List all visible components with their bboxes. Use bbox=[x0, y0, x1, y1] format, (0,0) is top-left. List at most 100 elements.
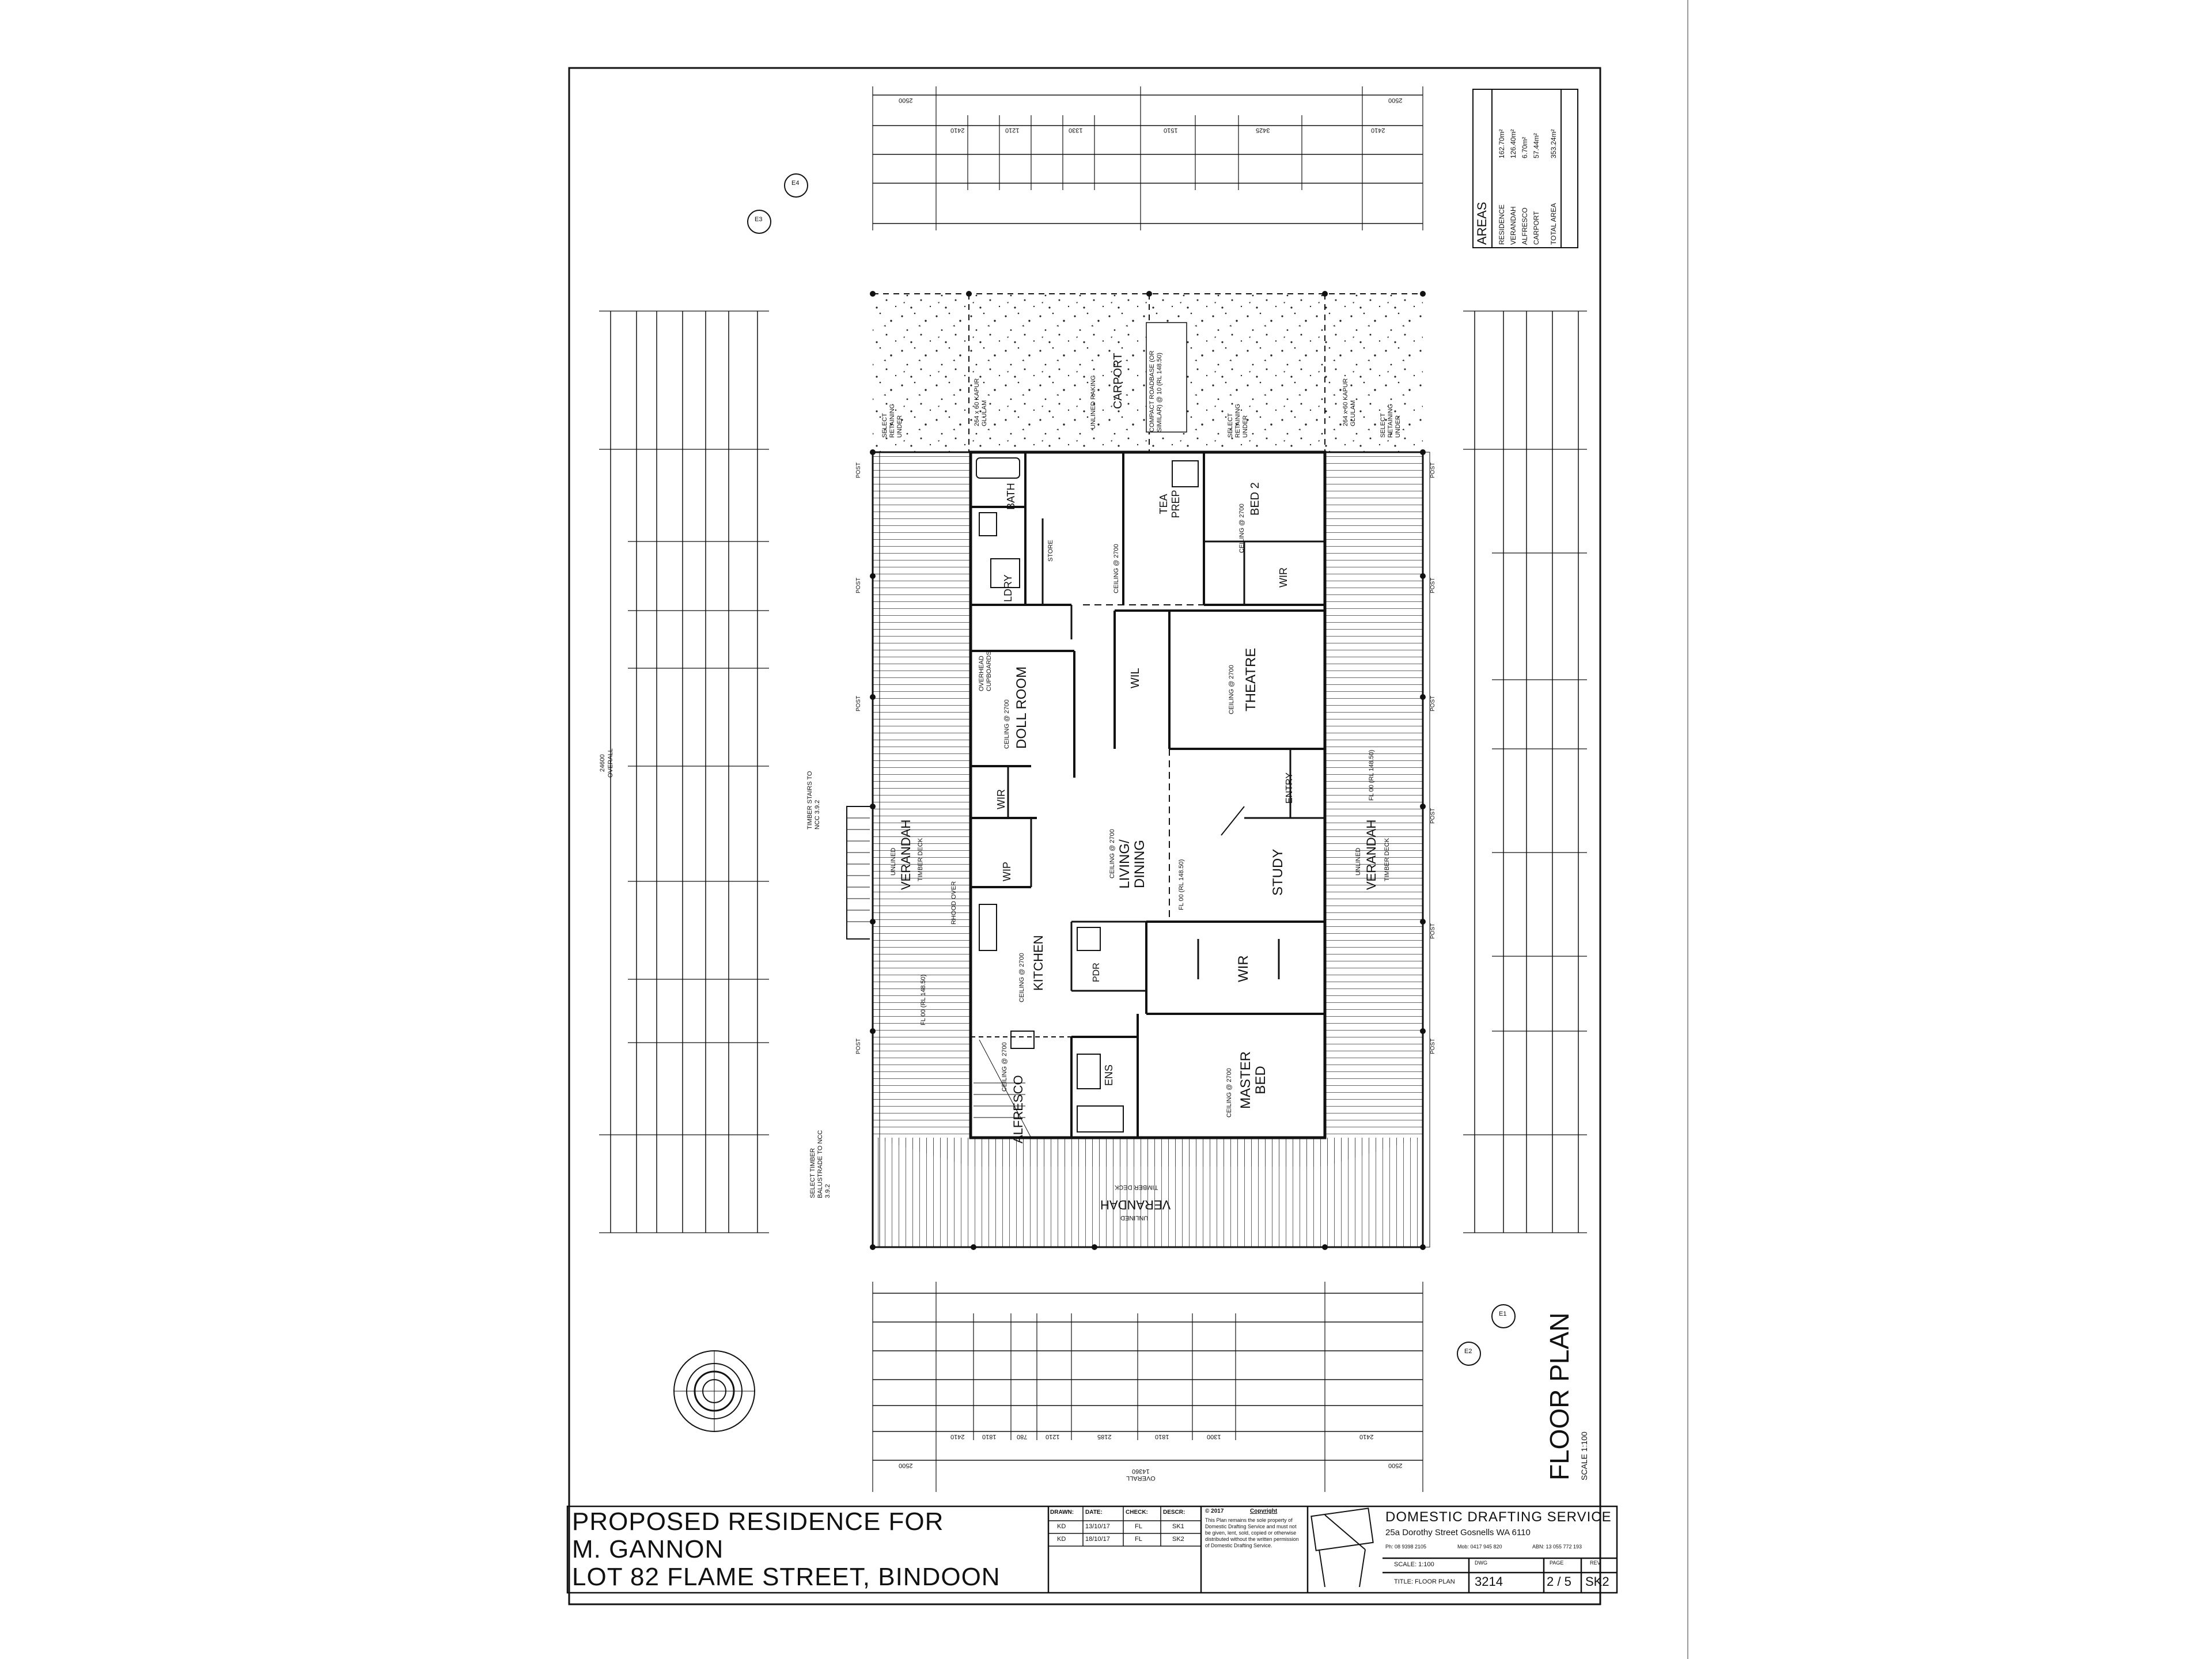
project-address: LOT 82 FLAME STREET, BINDOON bbox=[572, 1563, 1001, 1591]
dim-top-0: 2500 bbox=[899, 97, 913, 104]
post-label-6: POST bbox=[1430, 577, 1436, 593]
room-tea-prep: TEA PREP bbox=[1158, 490, 1181, 518]
fixtures bbox=[846, 457, 1245, 1138]
firm-name: DOMESTIC DRAFTING SERVICE bbox=[1385, 1509, 1612, 1525]
elevation-e2: E2 bbox=[1464, 1348, 1472, 1355]
areas-heading: AREAS bbox=[1475, 202, 1489, 245]
rev-header-check: CHECK: bbox=[1126, 1509, 1148, 1516]
dim-overall-left: 24600 bbox=[599, 754, 606, 772]
rev-row2-drawn: KD bbox=[1057, 1536, 1066, 1543]
verandah-bottom-deck: TIMBER DECK bbox=[1115, 1184, 1158, 1191]
note-retaining-left: SELECT RETAINING UNDER bbox=[881, 403, 903, 438]
firm-mobile: Mob: 0417 945 820 bbox=[1457, 1544, 1502, 1550]
ceiling-bed2: CEILING @ 2700 bbox=[1238, 503, 1245, 553]
room-wil: WIL bbox=[1129, 668, 1142, 688]
dim-bottom-4: 1210 bbox=[1046, 1433, 1060, 1440]
ceiling-alfresco: CEILING @ 2700 bbox=[1001, 1042, 1008, 1092]
dim-bottom-0: 2500 bbox=[899, 1462, 913, 1469]
room-theatre: THEATRE bbox=[1243, 647, 1259, 711]
dim-top-1: 2410 bbox=[950, 127, 965, 134]
tb-title: TITLE: FLOOR PLAN bbox=[1394, 1578, 1455, 1585]
ceiling-living: CEILING @ 2700 bbox=[1109, 829, 1116, 878]
copyright-body: This Plan remains the sole property of D… bbox=[1205, 1517, 1299, 1548]
areas-value-verandah: 126.40m² bbox=[1509, 129, 1517, 158]
elevation-e3: E3 bbox=[755, 216, 763, 223]
dim-top-3: 1330 bbox=[1069, 127, 1083, 134]
dim-top-4: 1510 bbox=[1164, 127, 1178, 134]
post-label-10: POST bbox=[1430, 1038, 1436, 1054]
dimensions-left bbox=[599, 310, 769, 1233]
copyright-heading: Copyright bbox=[1250, 1508, 1278, 1514]
firm-phone: Ph: 08 9398 2105 bbox=[1385, 1544, 1427, 1550]
areas-value-residence: 162.70m² bbox=[1498, 129, 1506, 158]
firm-abn: ABN: 13 055 772 193 bbox=[1532, 1544, 1582, 1550]
room-study: STUDY bbox=[1270, 849, 1286, 896]
verandah-right-deck: TIMBER DECK bbox=[1384, 838, 1391, 881]
room-living-dining: LIVING/ DINING bbox=[1117, 839, 1147, 889]
areas-value-carport: 57.44m² bbox=[1532, 132, 1540, 158]
verandah-left-unlined: UNLINED bbox=[890, 847, 897, 876]
dim-top-7: 2500 bbox=[1388, 97, 1403, 104]
rev-header-drawn: DRAWN: bbox=[1050, 1509, 1074, 1516]
tb-dwg: 3214 bbox=[1475, 1574, 1503, 1589]
verandah-right-unlined: UNLINED bbox=[1355, 847, 1362, 876]
tb-rev-label: REV bbox=[1590, 1560, 1601, 1566]
note-rhood: RHOOD OVER bbox=[950, 881, 957, 925]
room-bath: BATH bbox=[1005, 483, 1017, 510]
note-retaining-mid: SELECT RETAINING UNDER bbox=[1227, 403, 1249, 438]
room-doll-room: DOLL ROOM bbox=[1014, 666, 1029, 749]
ceiling-tea: CEILING @ 2700 bbox=[1113, 544, 1120, 593]
room-entry: ENTRY bbox=[1285, 772, 1294, 804]
post-label-1: POST bbox=[855, 462, 862, 478]
rev-header-date: DATE: bbox=[1085, 1509, 1103, 1516]
fl-right: FL 00 (RL 148.50) bbox=[1368, 749, 1375, 801]
dim-bottom-6: 1810 bbox=[1155, 1433, 1169, 1440]
rev-row1-check: FL bbox=[1135, 1523, 1142, 1530]
dim-bottom-1: 2410 bbox=[950, 1433, 965, 1440]
verandah-left: VERANDAH bbox=[899, 819, 913, 890]
dimensions-top bbox=[872, 86, 1423, 230]
dim-top-6: 2410 bbox=[1371, 127, 1385, 134]
dim-overall-left-label: OVERALL bbox=[607, 748, 614, 778]
room-wir-bed2: WIR bbox=[1278, 567, 1289, 588]
room-wir-doll: WIR bbox=[995, 789, 1007, 809]
residence-walls bbox=[969, 450, 1327, 1139]
fl-living: FL 00 (RL 148.50) bbox=[1178, 859, 1185, 910]
note-kapur-right: 264 x 60 KAPUR GLULAM bbox=[1342, 378, 1357, 426]
dim-top-2: 1210 bbox=[1005, 127, 1020, 134]
copyright-year: © 2017 bbox=[1205, 1508, 1224, 1514]
ceiling-doll: CEILING @ 2700 bbox=[1003, 699, 1010, 749]
room-store: STORE bbox=[1047, 540, 1054, 562]
drawing-title: FLOOR PLAN bbox=[1544, 1312, 1574, 1480]
dim-bottom-8: 2410 bbox=[1359, 1433, 1374, 1440]
room-master-bed: MASTER BED bbox=[1238, 1051, 1268, 1109]
verandah-right: VERANDAH bbox=[1364, 819, 1378, 890]
dim-bottom-3: 780 bbox=[1017, 1433, 1028, 1440]
areas-row-alfresco: ALFRESCO bbox=[1521, 207, 1529, 245]
post-label-7: POST bbox=[1430, 695, 1436, 711]
dim-bottom-2: 1810 bbox=[982, 1433, 997, 1440]
rev-row2-descr: SK2 bbox=[1172, 1536, 1184, 1543]
project-title-line1: PROPOSED RESIDENCE FOR bbox=[572, 1508, 944, 1536]
post-label-3: POST bbox=[855, 695, 862, 711]
firm-address: 25a Dorothy Street Gosnells WA 6110 bbox=[1385, 1528, 1531, 1537]
post-markers bbox=[870, 291, 1426, 1250]
rev-header-descr: DESCR: bbox=[1163, 1509, 1185, 1516]
dim-bottom-5: 2185 bbox=[1097, 1433, 1112, 1440]
room-wir-master: WIR bbox=[1236, 955, 1251, 982]
areas-total-value: 353.24m² bbox=[1550, 129, 1558, 158]
verandah-left-deck: TIMBER DECK bbox=[917, 838, 924, 881]
verandah-deck bbox=[872, 451, 1430, 1248]
tb-page-label: PAGE bbox=[1550, 1560, 1564, 1566]
room-alfresco: ALFRESCO bbox=[1011, 1075, 1025, 1143]
ceiling-theatre: CEILING @ 2700 bbox=[1228, 665, 1235, 714]
room-bed2: BED 2 bbox=[1249, 482, 1262, 516]
drawing-scale: SCALE 1:100 bbox=[1580, 1431, 1589, 1480]
post-label-8: POST bbox=[1430, 808, 1436, 824]
fl-left: FL 00 (RL 148.50) bbox=[920, 974, 927, 1025]
post-label-9: POST bbox=[1430, 923, 1436, 939]
room-kitchen: KITCHEN bbox=[1031, 935, 1046, 991]
verandah-bottom: VERANDAH bbox=[1100, 1198, 1171, 1212]
areas-row-verandah: VERANDAH bbox=[1509, 206, 1517, 245]
